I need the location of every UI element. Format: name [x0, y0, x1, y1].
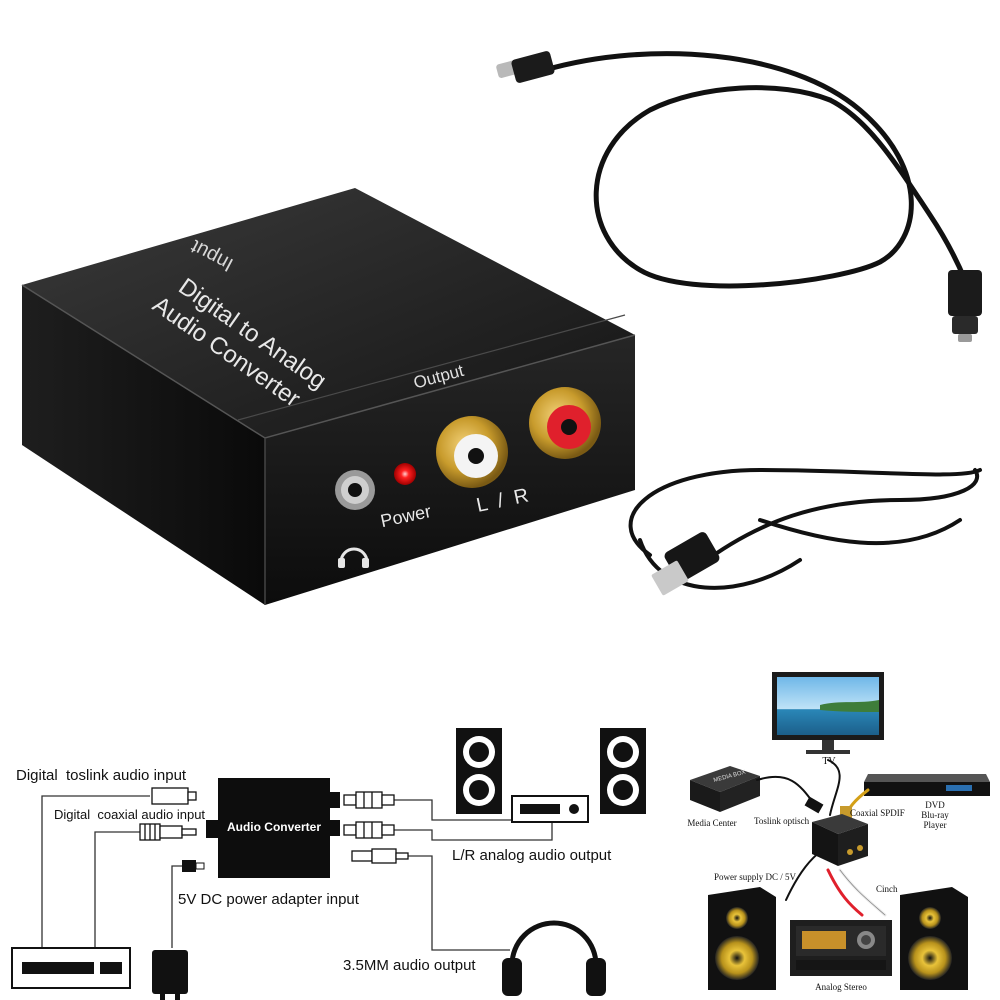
power-input-label: 5V DC power adapter input [178, 891, 360, 908]
coaxial-spdif-label: Coaxial SPDIF [850, 808, 905, 818]
diagram-headphones [502, 920, 606, 996]
diagram-rca-plugs [343, 791, 409, 864]
diagram-speaker-right [600, 728, 646, 814]
media-center-label: Media Center [687, 818, 736, 828]
optical-cable [542, 51, 968, 289]
power-supply-label: Power supply DC / 5V [714, 872, 797, 882]
diagram-dc-plug [182, 860, 205, 872]
setup-speaker-right [900, 887, 968, 990]
dvd-label-line2: Blu-ray [921, 810, 949, 820]
setup-stereo-receiver [790, 920, 892, 976]
diagram-power-adapter [152, 950, 188, 1000]
usb-plug [651, 532, 720, 596]
cinch-label: Cinch [876, 884, 898, 894]
wiring-diagram: Audio Converter Digital toslink audio in… [11, 728, 646, 1000]
headphone-output-label: 3.5MM audio output [343, 957, 476, 974]
lr-output-label: L/R analog audio output [452, 847, 612, 864]
toslink-optisch-label: Toslink optisch [754, 816, 810, 826]
diagram-box-label: Audio Converter [227, 820, 321, 834]
headphone-jack [335, 470, 375, 510]
toslink-plug-top [496, 51, 555, 83]
diagram-amplifier [511, 795, 589, 823]
diagram-source-device [11, 947, 131, 989]
setup-speaker-left [708, 887, 776, 990]
power-led [394, 463, 416, 485]
usb-cable [628, 467, 982, 590]
dvd-player-icon [864, 774, 990, 796]
toslink-plug-bottom [948, 270, 982, 342]
setup-converter-icon [812, 814, 868, 866]
dvd-label-line1: DVD [925, 800, 945, 810]
diagram-converter-box [218, 778, 330, 878]
setup-diagram: TV MEDIA BOX Media Center DVD Blu-ray Pl… [687, 672, 990, 992]
rca-left-jack [436, 416, 508, 488]
box-top-face [22, 188, 635, 438]
rca-right-jack [529, 387, 601, 459]
media-box-icon: MEDIA BOX [690, 766, 760, 812]
diagram-toslink-plug [151, 787, 197, 805]
converter-box: Input Digital to Analog Audio Converter … [21, 188, 636, 605]
diagram-speaker-left [456, 728, 502, 814]
coaxial-input-label: Digital coaxial audio input [54, 807, 205, 822]
diagram-coax-plug [139, 823, 197, 841]
toslink-input-label: Digital toslink audio input [16, 767, 187, 784]
tv-icon [772, 672, 884, 754]
dvd-label-line3: Player [924, 820, 947, 830]
analog-stereo-label: Analog Stereo [815, 982, 867, 992]
box-left-face [22, 285, 265, 605]
headphone-icon [338, 547, 369, 568]
